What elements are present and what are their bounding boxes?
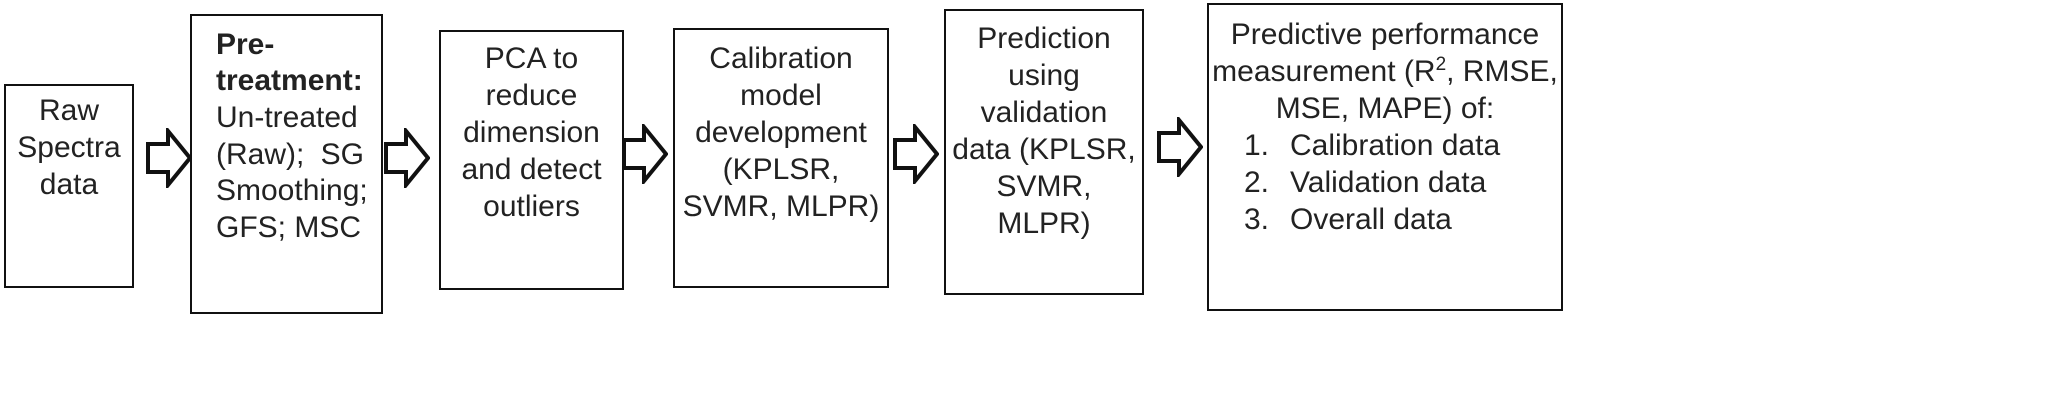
- flow-arrow-4: [893, 124, 939, 184]
- step-prediction-line-2: using: [1008, 59, 1080, 92]
- step-pretreatment-heading-2: treatment:: [216, 64, 363, 97]
- step-pca-line-4: and detect: [461, 153, 602, 186]
- step-pretreatment-box: [190, 14, 383, 314]
- performance-list-text-2: Validation data: [1290, 166, 1487, 199]
- step-prediction-line-3: validation: [980, 96, 1108, 129]
- step-pca-line-5: outliers: [483, 190, 580, 223]
- step-prediction-box: [944, 9, 1144, 295]
- r-squared-superscript: 2: [1435, 54, 1447, 75]
- step-calibration-line-3: development: [695, 116, 867, 149]
- step-pca-box: [439, 30, 624, 290]
- step-pretreatment-line-2-left: (Raw);: [216, 138, 305, 171]
- flow-arrow-2: [384, 128, 430, 188]
- step-calibration-line-2: model: [740, 79, 822, 112]
- performance-list-number-3: 3.: [1244, 203, 1270, 236]
- step-pretreatment-line-2: (Raw); SG: [216, 136, 364, 173]
- step-performance-box: [1207, 3, 1563, 311]
- step-pca-line-3: dimension: [463, 116, 600, 149]
- step-calibration-line-5: SVMR, MLPR): [682, 190, 880, 223]
- step-raw-spectra-box: [4, 84, 134, 288]
- step-pretreatment-heading-1: Pre-: [216, 28, 275, 61]
- step-calibration-line-4: (KPLSR,: [722, 153, 840, 186]
- performance-list-text-3: Overall data: [1290, 203, 1452, 236]
- step-performance-line-2-b: , RMSE,: [1446, 55, 1558, 88]
- performance-list-number-1: 1.: [1244, 129, 1270, 162]
- step-raw-spectra-line-3: data: [39, 168, 99, 201]
- step-pretreatment-line-2-right: SG: [320, 138, 364, 171]
- performance-list-item-1: 1. Calibration data: [1244, 127, 1500, 164]
- step-raw-spectra-line-1: Raw: [38, 94, 99, 127]
- step-prediction-line-4: data (KPLSR,: [952, 133, 1136, 166]
- step-performance-line-3: MSE, MAPE) of:: [1275, 92, 1495, 125]
- step-prediction-line-1: Prediction: [977, 22, 1111, 55]
- step-performance-line-2: measurement (R2, RMSE,: [1207, 53, 1563, 90]
- step-calibration-line-1: Calibration: [709, 42, 853, 75]
- step-pca-line-1: PCA to: [484, 42, 579, 75]
- step-pretreatment-line-4: GFS; MSC: [216, 211, 362, 244]
- flow-arrow-3: [622, 124, 668, 184]
- performance-list-number-2: 2.: [1244, 166, 1270, 199]
- step-calibration-box: [673, 28, 889, 288]
- step-performance-line-2-a: measurement (R: [1212, 55, 1436, 88]
- performance-list-item-2: 2. Validation data: [1244, 164, 1486, 201]
- performance-list-text-1: Calibration data: [1290, 129, 1501, 162]
- flow-arrow-5: [1157, 117, 1203, 177]
- step-pretreatment-line-3: Smoothing;: [216, 174, 368, 207]
- performance-list-item-3: 3. Overall data: [1244, 201, 1452, 238]
- step-prediction-line-5: SVMR,: [996, 170, 1092, 203]
- step-pca-line-2: reduce: [485, 79, 578, 112]
- step-performance-line-1: Predictive performance: [1230, 18, 1540, 51]
- step-prediction-line-6: MLPR): [997, 207, 1091, 240]
- flow-arrow-1: [146, 128, 192, 188]
- step-pretreatment-line-1: Un-treated: [216, 101, 358, 134]
- step-raw-spectra-line-2: Spectra: [17, 131, 121, 164]
